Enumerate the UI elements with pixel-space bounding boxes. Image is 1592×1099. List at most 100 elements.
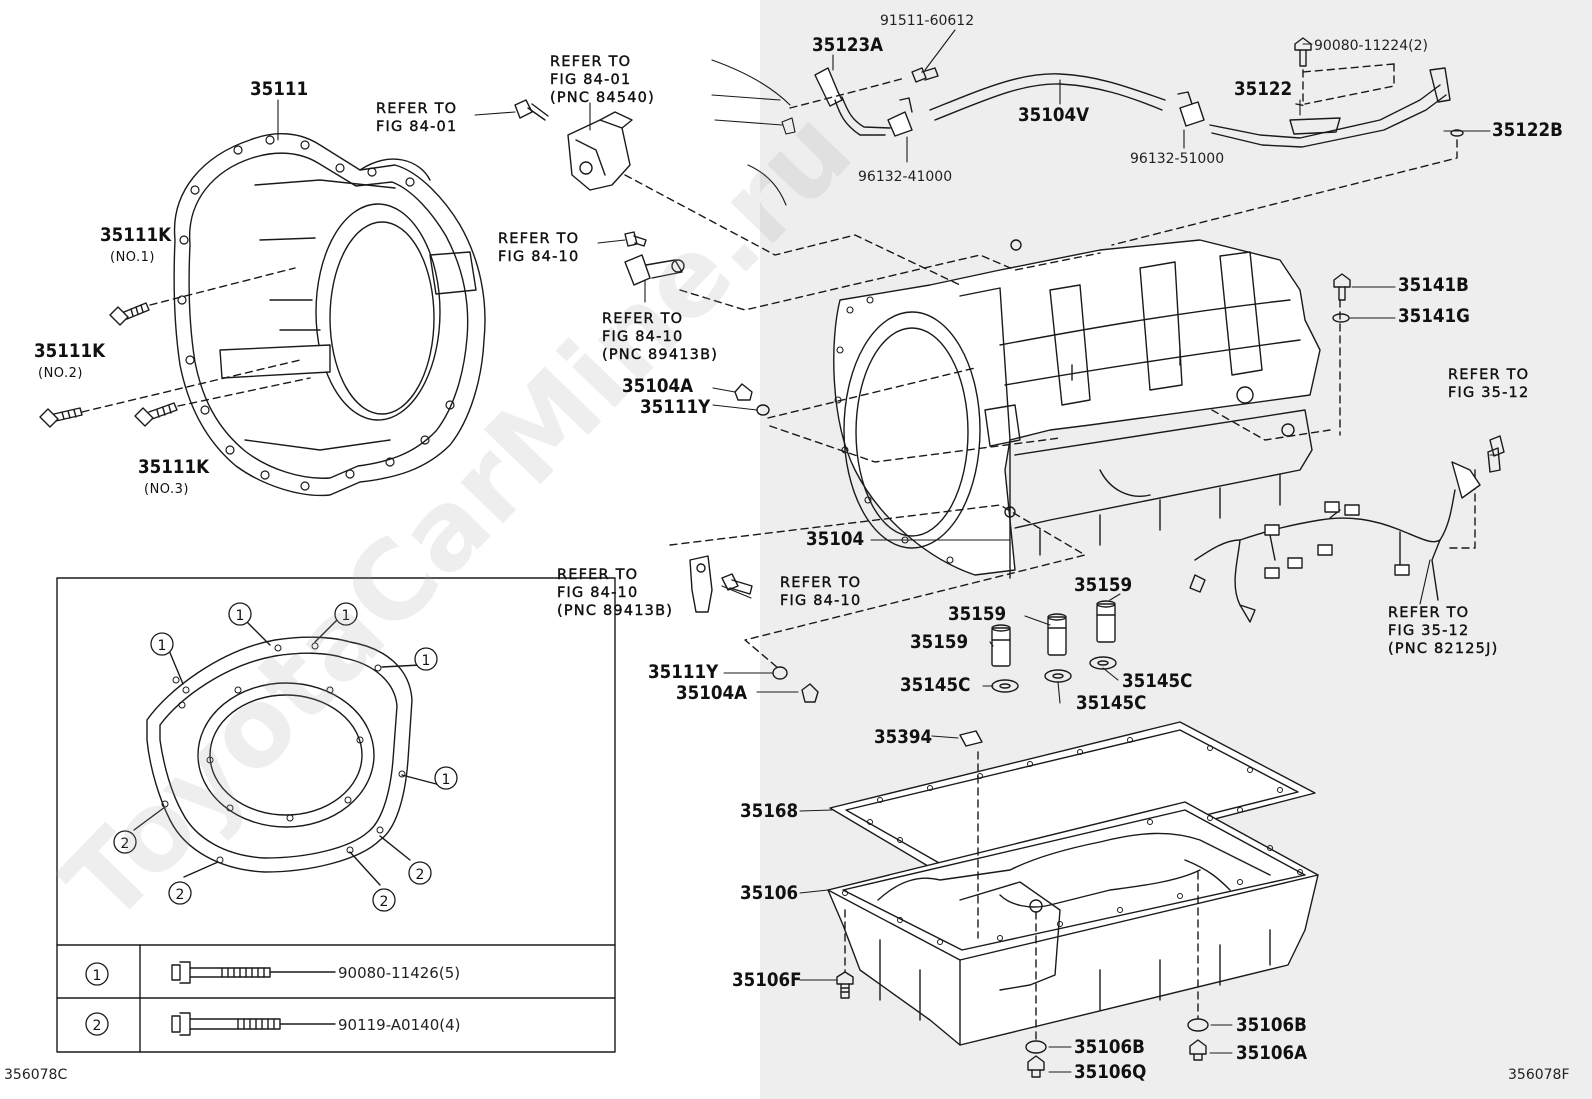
label-35145c-a: 35145C — [900, 674, 971, 696]
oring-35145c-c — [1089, 656, 1117, 670]
case-alignment-lines — [624, 174, 1476, 669]
refer-fig-84-10-top-bolt: REFER TO FIG 84-10 — [498, 231, 580, 265]
inset-marker-1-left: 1 — [150, 632, 174, 656]
label-35141g: 35141G — [1398, 305, 1470, 327]
svg-text:2: 2 — [416, 867, 425, 883]
label-35159-a: 35159 — [910, 631, 969, 653]
inset-marker-1-top-left: 1 — [228, 602, 252, 626]
refer-fig-84-10-lower-bolt: REFER TO FIG 84-10 — [780, 575, 862, 609]
union-bolt-91511 — [911, 67, 939, 83]
inset-marker-1-right-lower: 1 — [434, 766, 458, 790]
drain-plug-35106a — [1189, 1039, 1207, 1061]
drain-plug-35106q — [1027, 1055, 1045, 1078]
gasket-35106b-right — [1187, 1018, 1209, 1032]
svg-text:2: 2 — [380, 894, 389, 910]
label-35145c-b: 35145C — [1076, 692, 1147, 714]
label-35104: 35104 — [806, 528, 865, 550]
hose-clip-right — [1177, 91, 1205, 127]
label-35111k-no2-note: (NO.2) — [38, 366, 83, 381]
sensor-bolt-lower — [721, 573, 753, 595]
hose-clip-left — [887, 97, 913, 137]
inset-marker-2-bottom-right: 2 — [372, 888, 396, 912]
svg-text:1: 1 — [422, 653, 431, 669]
label-35106b-right: 35106B — [1236, 1014, 1307, 1036]
refer-fig-84-10-lower-sensor: REFER TO FIG 84-10 (PNC 89413B) — [557, 567, 674, 619]
label-35111k-no3: 35111K — [138, 456, 210, 478]
strainer-tube-35159-b — [1047, 613, 1067, 656]
sensor-bolt-top — [624, 231, 647, 247]
label-35122b: 35122B — [1492, 119, 1563, 141]
fitting-bolt-8401 — [514, 99, 549, 121]
label-35106a: 35106A — [1236, 1042, 1308, 1064]
label-96132-41000: 96132-41000 — [858, 169, 953, 185]
gasket-35122b — [1450, 129, 1464, 137]
magnet-35394 — [959, 730, 983, 747]
oil-pan-gasket-35168 — [829, 721, 1316, 886]
label-96132-51000: 96132-51000 — [1130, 151, 1225, 167]
bolt-90080-11224 — [1294, 37, 1312, 67]
label-35111y-lower: 35111Y — [648, 661, 719, 683]
svg-text:2: 2 — [176, 887, 185, 903]
label-35141b: 35141B — [1398, 274, 1469, 296]
leader-lines — [277, 29, 1499, 1073]
oil-pan-35106 — [827, 801, 1319, 1046]
label-35106f: 35106F — [732, 969, 802, 991]
speed-sensor-top — [624, 254, 685, 286]
label-35111k-no1-note: (NO.1) — [110, 250, 155, 265]
inset-panel — [56, 577, 616, 1053]
label-35168: 35168 — [740, 800, 799, 822]
label-35111y-upper: 35111Y — [640, 396, 711, 418]
inset-marker-1-right-upper: 1 — [414, 647, 438, 671]
filler-plug-35104a-lower — [801, 683, 819, 703]
inset-part-90080-11426: 90080-11426(5) — [338, 964, 461, 982]
inset-part-90119-a0140: 90119-A0140(4) — [338, 1016, 461, 1034]
vehicle-body-outline — [711, 59, 796, 206]
label-35106: 35106 — [740, 882, 799, 904]
figure-code-right: 356078F — [1508, 1067, 1570, 1083]
label-35104a-upper: 35104A — [622, 375, 694, 397]
strainer-tube-35159-c — [1096, 600, 1116, 643]
bolt-35111k-no3 — [134, 402, 178, 427]
svg-text:2: 2 — [93, 1018, 102, 1034]
inset-bolt-2 — [171, 1012, 336, 1036]
label-35145c-c: 35145C — [1122, 670, 1193, 692]
inset-marker-2-left: 2 — [113, 830, 137, 854]
refer-fig-35-12-connector: REFER TO FIG 35-12 — [1448, 367, 1530, 401]
gasket-35106b-left — [1025, 1040, 1047, 1054]
label-35111k-no1: 35111K — [100, 224, 172, 246]
pan-alignment-lines — [844, 751, 1199, 1041]
figure-code-left: 356078C — [4, 1067, 68, 1083]
label-35106b-left: 35106B — [1074, 1036, 1145, 1058]
svg-text:1: 1 — [158, 638, 167, 654]
refer-fig-84-01-switch: REFER TO FIG 84-01 (PNC 84540) — [550, 54, 655, 106]
speed-sensor-lower — [689, 555, 713, 613]
filler-plug-35104a-upper — [734, 383, 753, 401]
bolt-alignment-lines — [81, 267, 311, 413]
strainer-tube-35159-a — [991, 624, 1011, 667]
label-35394: 35394 — [874, 726, 933, 748]
label-90080-11224: 90080-11224(2) — [1314, 38, 1428, 54]
svg-text:1: 1 — [93, 968, 102, 984]
washer-35141g — [1332, 313, 1350, 323]
inset-marker-2-bottom-left: 2 — [168, 881, 192, 905]
inset-table-marker-1: 1 — [85, 962, 109, 986]
refer-fig-84-01-bolt: REFER TO FIG 84-01 — [376, 101, 458, 135]
pan-bolt-35106f — [836, 971, 854, 999]
svg-text:1: 1 — [342, 608, 351, 624]
label-35106q: 35106Q — [1074, 1061, 1147, 1083]
bolt-35111k-no1 — [109, 302, 150, 326]
transmission-housing-35111 — [173, 132, 486, 497]
transmission-case-35104 — [833, 239, 1321, 579]
hose-alignment-lines — [789, 63, 1458, 246]
inset-table-marker-2: 2 — [85, 1012, 109, 1036]
inset-marker-1-top-right: 1 — [334, 602, 358, 626]
label-35111: 35111 — [250, 78, 309, 100]
label-35111k-no3-note: (NO.3) — [144, 482, 189, 497]
label-35104v: 35104V — [1018, 104, 1090, 126]
label-35104a-lower: 35104A — [676, 682, 748, 704]
refer-fig-35-12-harness: REFER TO FIG 35-12 (PNC 82125J) — [1388, 605, 1499, 657]
svg-text:1: 1 — [236, 608, 245, 624]
bolt-35141b — [1333, 273, 1351, 301]
